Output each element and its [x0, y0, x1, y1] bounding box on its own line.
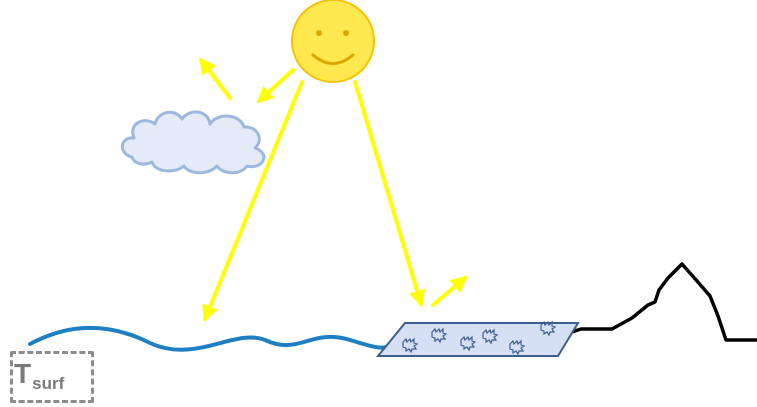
cloud-reflection-arrow: [201, 60, 230, 98]
surface-temperature-label: Tsurf: [14, 360, 64, 388]
label-main: T: [14, 358, 31, 389]
sun-icon: [292, 0, 374, 82]
ray-to-cloud-arrow: [259, 70, 293, 101]
ice-reflection-arrow: [433, 278, 465, 305]
ray-to-ice-arrow: [355, 82, 421, 304]
ocean-wave: [30, 328, 392, 350]
sea-ice-patch: [378, 322, 578, 356]
solar-rays: [201, 60, 465, 319]
label-subscript: surf: [32, 374, 64, 393]
cloud-icon: [122, 112, 263, 173]
mountain-terrain: [560, 264, 757, 340]
